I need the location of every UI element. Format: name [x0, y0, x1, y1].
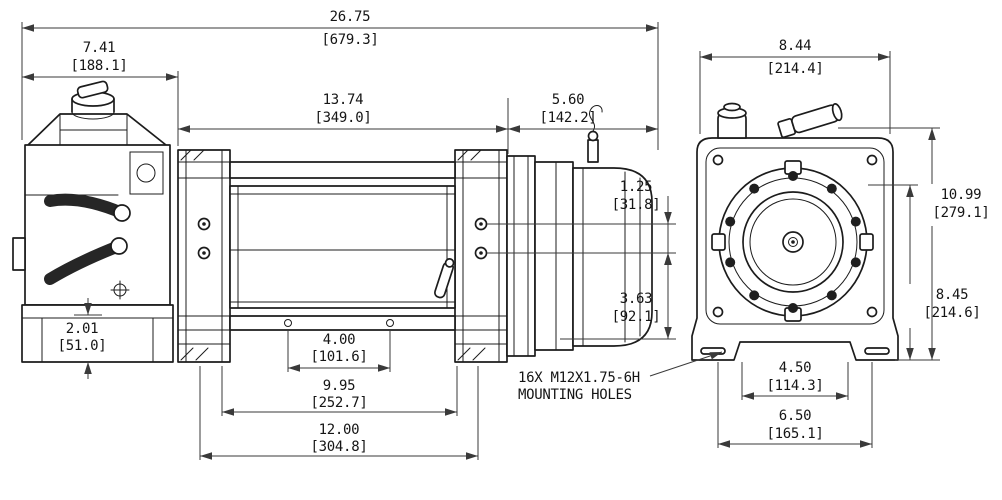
dim-front-width-mm: [214.4] [767, 61, 824, 77]
foot-slot-right [864, 347, 890, 355]
corner-screw [866, 306, 878, 318]
dim-hole-to-base-mm: [92.1] [612, 309, 661, 325]
dim-hole-span-mid-mm: [252.7] [311, 395, 368, 411]
center-hub [782, 231, 804, 253]
dim-hole-span-inner-mm: [101.6] [311, 349, 368, 365]
tie-bar-bottom [229, 315, 456, 331]
gear-housing [534, 161, 574, 351]
dim-motor-length-in: 5.60 [552, 92, 585, 108]
flange-bolts [725, 171, 861, 313]
support-bolts [197, 217, 488, 260]
motor-adapter [506, 155, 536, 357]
dim-control-width-mm: [188.1] [71, 58, 128, 74]
dim-hole-span-inner-in: 4.00 [323, 332, 356, 348]
dim-hole-span-mid-in: 9.95 [323, 378, 356, 394]
dim-base-height-in: 2.01 [66, 321, 99, 337]
note-mounting-holes-line2: MOUNTING HOLES [518, 387, 632, 403]
dim-front-hole-span-outer-mm: [165.1] [767, 426, 824, 442]
drum-assembly [177, 149, 508, 363]
dim-front-hole-span-inner-in: 4.50 [779, 360, 812, 376]
dim-front-hole-span-inner-mm: [114.3] [767, 378, 824, 394]
dim-hole-span-outer-mm: [304.8] [311, 439, 368, 455]
dim-overall-length-mm: [679.3] [322, 32, 379, 48]
dim-hole-row-spacing-mm: [31.8] [612, 197, 661, 213]
dim-front-height-overall-in: 10.99 [941, 187, 982, 203]
dim-front-hole-span-outer-in: 6.50 [779, 408, 812, 424]
dim-hole-span-outer-in: 12.00 [319, 422, 360, 438]
motor-can [572, 167, 653, 347]
breather-wire [589, 104, 603, 132]
motor-end-face [711, 160, 874, 322]
base-hole-left [284, 319, 292, 327]
corner-screw [712, 306, 724, 318]
dim-front-height-overall-mm: [279.1] [933, 205, 990, 221]
dim-front-height-body-in: 8.45 [936, 287, 969, 303]
dim-drum-length-mm: [349.0] [315, 110, 372, 126]
breather-fitting [587, 139, 599, 163]
dim-hole-to-base-in: 3.63 [620, 291, 653, 307]
drum-clutch-handle [434, 258, 455, 299]
drum-barrel [229, 185, 456, 309]
tie-bar-top [229, 161, 456, 179]
note-mounting-holes-line1: 16X M12X1.75-6H [518, 370, 640, 386]
motor-assembly [506, 104, 653, 357]
flange-clip-right [859, 233, 874, 251]
dim-drum-length-in: 13.74 [323, 92, 364, 108]
flange-clip-left [711, 233, 726, 251]
corner-screw [712, 154, 724, 166]
control-base [21, 304, 174, 363]
dim-overall-length-in: 26.75 [330, 9, 371, 25]
cap-knob [76, 80, 109, 99]
control-pack [12, 80, 174, 363]
dim-front-height-body-mm: [214.6] [924, 305, 981, 321]
dimension-layer: 26.75 [679.3] 7.41 [188.1] 13.74 [349.0]… [21, 9, 990, 460]
hose-fitting [777, 103, 843, 139]
corner-screw [866, 154, 878, 166]
foot-slot-left [700, 347, 726, 355]
note-leader-line [649, 351, 723, 377]
dim-control-width-in: 7.41 [83, 40, 116, 56]
side-lug [12, 237, 26, 271]
dim-front-width-in: 8.44 [779, 38, 812, 54]
dim-motor-length-mm: [142.2] [540, 110, 597, 126]
front-view [691, 102, 899, 361]
base-hole-right [386, 319, 394, 327]
dim-base-height-mm: [51.0] [58, 338, 107, 354]
dim-hole-row-spacing-in: 1.25 [620, 179, 653, 195]
side-view [12, 80, 653, 363]
